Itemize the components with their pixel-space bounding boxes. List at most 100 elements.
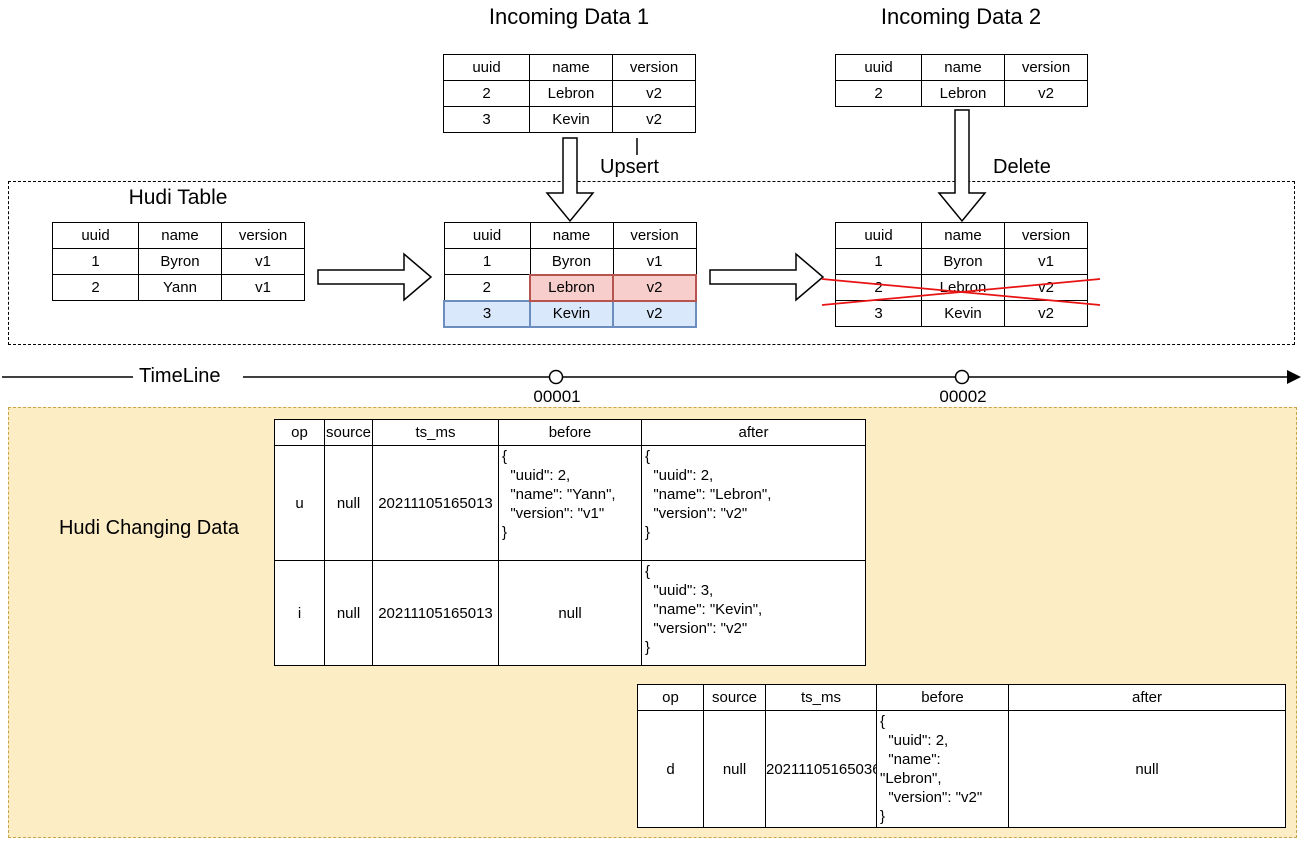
source-cell: null — [324, 445, 373, 561]
table-cell: 2 — [443, 274, 531, 301]
table-cell: 1 — [52, 248, 139, 275]
timeline-arrowhead-icon — [1287, 370, 1301, 384]
table-row: 2 Lebron v2 — [443, 80, 696, 107]
table-cell: 2 — [835, 274, 922, 301]
table-cell-updated: Lebron — [529, 273, 614, 302]
after-cell: null — [1008, 710, 1286, 828]
column-header-ts-ms: ts_ms — [765, 684, 877, 711]
op-cell: d — [637, 710, 704, 828]
table-row: 1 Byron v1 — [443, 248, 697, 275]
column-header-source: source — [324, 419, 373, 446]
hudi-table-box-title: Hudi Table — [128, 186, 228, 209]
cdc-table-commit-1: op source ts_ms before after u null 2021… — [274, 419, 866, 666]
source-cell: null — [703, 710, 766, 828]
column-header-name: name — [529, 54, 613, 81]
table-cell: v1 — [612, 248, 697, 275]
table-row: 2 Lebron v2 — [835, 80, 1088, 107]
table-cell: v2 — [1004, 300, 1088, 327]
table-row-deleted: 2 Lebron v2 — [835, 274, 1088, 301]
upsert-label: Upsert — [600, 156, 659, 178]
column-header-op: op — [637, 684, 704, 711]
table-cell: 2 — [835, 80, 922, 107]
table-cell: 3 — [443, 106, 530, 133]
column-header-name: name — [529, 222, 614, 249]
table-cell: v1 — [1004, 248, 1088, 275]
table-row: 3 Kevin v2 — [443, 106, 696, 133]
column-header-op: op — [274, 419, 325, 446]
table-cell: 1 — [835, 248, 922, 275]
table-cell: v2 — [1004, 274, 1088, 301]
before-cell: { "uuid": 2, "name": "Lebron", "version"… — [876, 710, 1009, 828]
table-cell: 1 — [443, 248, 531, 275]
table-cell-inserted: v2 — [612, 299, 697, 328]
hudi-table-box — [8, 181, 1295, 345]
timeline-marker-00002 — [954, 369, 970, 385]
column-header-source: source — [703, 684, 766, 711]
table-cell: Lebron — [921, 274, 1005, 301]
table-cell-updated: v2 — [612, 273, 697, 302]
table-cell: v1 — [221, 274, 305, 301]
ts-ms-cell: 20211105165036 — [765, 710, 877, 828]
after-cell: { "uuid": 2, "name": "Lebron", "version"… — [641, 445, 866, 561]
timeline-marker-00001 — [548, 369, 564, 385]
op-cell: u — [274, 445, 325, 561]
hudi-after-upsert-table: uuid name version 1 Byron v1 2 Lebron v2… — [443, 222, 697, 328]
table-cell: Byron — [138, 248, 222, 275]
column-header-uuid: uuid — [443, 222, 531, 249]
commit-label-00002: 00002 — [939, 387, 987, 406]
column-header-version: version — [1004, 222, 1088, 249]
table-cell-inserted: 3 — [443, 299, 531, 328]
column-header-name: name — [138, 222, 222, 249]
table-cell: v1 — [221, 248, 305, 275]
table-cell-inserted: Kevin — [529, 299, 614, 328]
table-cell: Lebron — [529, 80, 613, 107]
cdc-row-insert: i null 20211105165013 null { "uuid": 3, … — [274, 560, 866, 666]
column-header-name: name — [921, 222, 1005, 249]
table-row: 3 Kevin v2 — [835, 300, 1088, 327]
column-header-uuid: uuid — [835, 222, 922, 249]
op-cell: i — [274, 560, 325, 666]
delete-label: Delete — [993, 156, 1051, 178]
table-cell: Byron — [921, 248, 1005, 275]
column-header-version: version — [221, 222, 305, 249]
cdc-row-update: u null 20211105165013 { "uuid": 2, "name… — [274, 445, 866, 561]
table-cell: v2 — [1004, 80, 1088, 107]
incoming-data-2-table: uuid name version 2 Lebron v2 — [835, 54, 1088, 107]
table-cell: Lebron — [921, 80, 1005, 107]
table-cell: 2 — [443, 80, 530, 107]
timeline-label: TimeLine — [139, 365, 221, 387]
table-cell: v2 — [612, 106, 696, 133]
column-header-after: after — [1008, 684, 1286, 711]
column-header-uuid: uuid — [835, 54, 922, 81]
commit-label-00001: 00001 — [533, 387, 581, 406]
column-header-ts-ms: ts_ms — [372, 419, 499, 446]
column-header-uuid: uuid — [443, 54, 530, 81]
column-header-before: before — [498, 419, 642, 446]
ts-ms-cell: 20211105165013 — [372, 560, 499, 666]
incoming-data-1-title: Incoming Data 1 — [488, 4, 650, 29]
hudi-changing-data-title: Hudi Changing Data — [58, 517, 240, 539]
table-cell: Kevin — [921, 300, 1005, 327]
source-cell: null — [324, 560, 373, 666]
column-header-before: before — [876, 684, 1009, 711]
column-header-uuid: uuid — [52, 222, 139, 249]
table-cell: Yann — [138, 274, 222, 301]
table-cell: v2 — [612, 80, 696, 107]
column-header-version: version — [612, 54, 696, 81]
column-header-after: after — [641, 419, 866, 446]
table-cell: 3 — [835, 300, 922, 327]
incoming-data-2-title: Incoming Data 2 — [880, 4, 1042, 29]
table-row-inserted: 3 Kevin v2 — [443, 299, 697, 328]
table-row-updated: 2 Lebron v2 — [443, 273, 697, 302]
column-header-version: version — [1004, 54, 1088, 81]
table-cell: Kevin — [529, 106, 613, 133]
column-header-version: version — [612, 222, 697, 249]
table-cell: Byron — [529, 248, 614, 275]
after-cell: { "uuid": 3, "name": "Kevin", "version":… — [641, 560, 866, 666]
hudi-initial-table: uuid name version 1 Byron v1 2 Yann v1 — [52, 222, 305, 301]
table-row: 1 Byron v1 — [52, 248, 305, 275]
table-cell: 2 — [52, 274, 139, 301]
cdc-row-delete: d null 20211105165036 { "uuid": 2, "name… — [637, 710, 1286, 828]
ts-ms-cell: 20211105165013 — [372, 445, 499, 561]
